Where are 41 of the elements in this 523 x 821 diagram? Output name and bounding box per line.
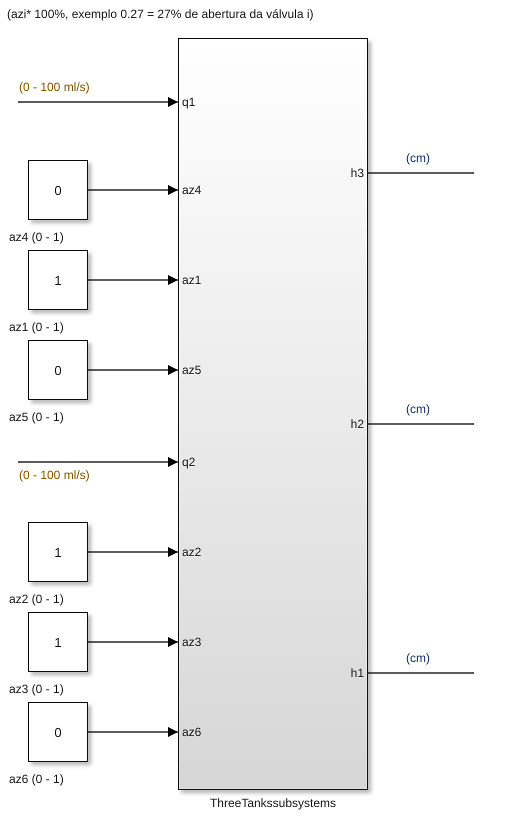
signal-line: [368, 672, 474, 674]
port-label: az3: [182, 635, 202, 649]
block-name: az1 (0 - 1): [9, 320, 64, 334]
constant-block: 1: [28, 522, 88, 582]
constant-block: 1: [28, 250, 88, 310]
port-label: q2: [182, 455, 196, 469]
arrow: [88, 547, 178, 557]
constant-block: 0: [28, 702, 88, 762]
arrow: [88, 275, 178, 285]
block-name: az3 (0 - 1): [9, 682, 64, 696]
edge-label: (cm): [406, 651, 430, 665]
port-label: az1: [182, 273, 202, 287]
arrow: [18, 97, 178, 107]
arrow: [88, 365, 178, 375]
edge-label: (cm): [406, 402, 430, 416]
port-label: az5: [182, 363, 202, 377]
edge-label: (0 - 100 ml/s): [19, 80, 90, 94]
arrow: [88, 637, 178, 647]
port-label: az4: [182, 183, 202, 197]
port-label: h2: [350, 417, 364, 431]
block-name: ThreeTankssubsystems: [208, 796, 338, 810]
block-name: az5 (0 - 1): [9, 410, 64, 424]
edge-label: (cm): [406, 151, 430, 165]
block-name: az4 (0 - 1): [9, 230, 64, 244]
constant-block: 1: [28, 612, 88, 672]
edge-label: (0 - 100 ml/s): [19, 468, 90, 482]
title-note: (azi* 100%, exemplo 0.27 = 27% de abertura da válvula i): [7, 7, 314, 21]
constant-block: 0: [28, 160, 88, 220]
port-label: az2: [182, 545, 202, 559]
port-label: az6: [182, 725, 202, 739]
block-name: az2 (0 - 1): [9, 592, 64, 606]
signal-line: [368, 172, 474, 174]
port-label: h3: [350, 166, 364, 180]
port-label: q1: [182, 95, 196, 109]
arrow: [88, 185, 178, 195]
block-name: az6 (0 - 1): [9, 772, 64, 786]
arrow: [88, 727, 178, 737]
constant-block: 0: [28, 340, 88, 400]
arrow: [18, 457, 178, 467]
port-label: h1: [350, 666, 364, 680]
signal-line: [368, 423, 474, 425]
